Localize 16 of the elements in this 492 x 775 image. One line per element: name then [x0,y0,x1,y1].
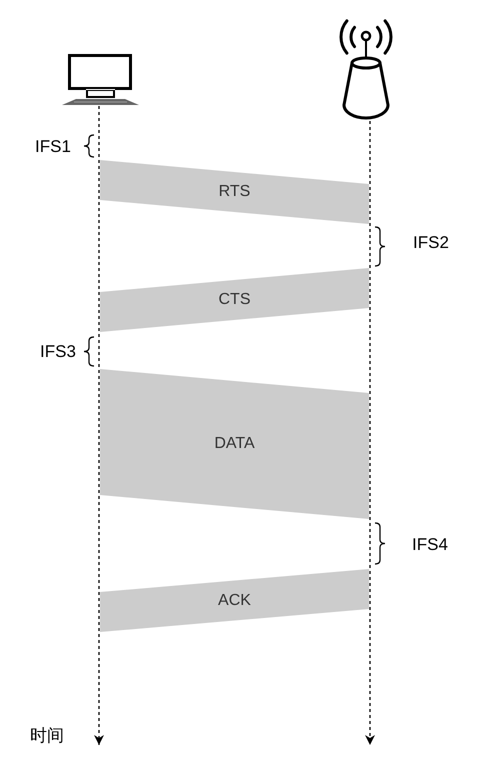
message-label: DATA [214,434,255,454]
message-label: RTS [218,182,250,202]
interval-label: IFS3 [40,342,76,362]
interval-label: IFS1 [35,137,71,157]
axis-label: 时间 [30,726,64,746]
timeline-arrow [94,106,104,745]
message-label: ACK [218,590,251,610]
message-band [100,268,369,332]
message-label: CTS [218,290,250,310]
timeline-arrow [365,121,375,745]
monitor-icon [62,53,139,106]
interval-label: IFS2 [413,233,449,253]
message-band [100,160,369,224]
interval-label: IFS4 [412,535,448,555]
message-band [100,369,369,519]
message-band [100,569,369,632]
